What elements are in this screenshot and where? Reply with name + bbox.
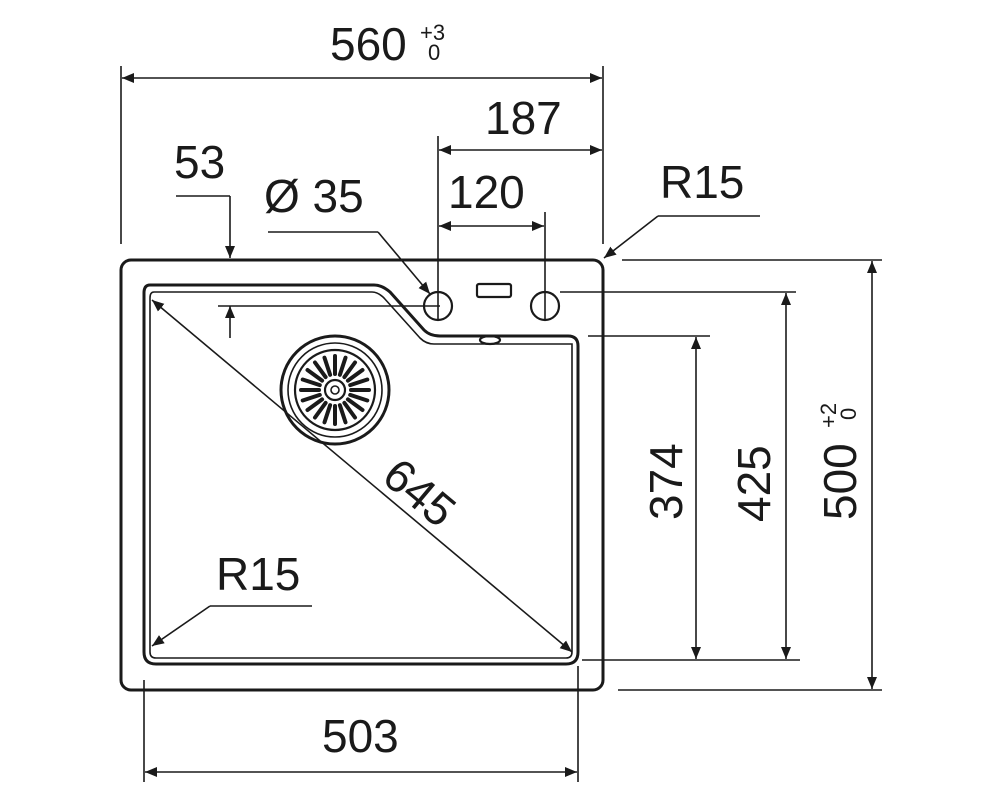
dimension-bowl-depth: 425 bbox=[560, 291, 796, 659]
strainer-slot bbox=[300, 377, 322, 388]
bowl-depth-label: 425 bbox=[728, 445, 780, 522]
overall-width-label: 560 bbox=[330, 18, 407, 70]
overall-depth-label: 500 bbox=[814, 443, 866, 520]
overall-depth-tol-lower: 0 bbox=[836, 408, 861, 420]
strainer-slot bbox=[348, 377, 370, 388]
overall-width-tol-lower: 0 bbox=[428, 40, 440, 65]
drain-offset-label: 53 bbox=[174, 136, 225, 188]
dimension-inner-radius: R15 bbox=[151, 548, 312, 647]
drain-strainer-icon bbox=[279, 334, 391, 446]
strainer-slot bbox=[322, 403, 333, 425]
dimension-overall-width: 560 +3 0 bbox=[120, 18, 604, 244]
dimension-tap-hole-diameter: Ø 35 bbox=[264, 170, 431, 295]
outer-radius-label: R15 bbox=[660, 156, 744, 208]
overflow-slot bbox=[475, 282, 513, 299]
strainer-slot bbox=[337, 403, 348, 425]
dimension-bowl-depth-short: 374 bbox=[582, 335, 800, 661]
inner-radius-label: R15 bbox=[216, 548, 300, 600]
dimension-diagonal: 645 bbox=[151, 299, 573, 653]
bowl-depth-short-label: 374 bbox=[640, 443, 692, 520]
dimension-overall-depth: 500 +2 0 bbox=[618, 259, 882, 691]
diagonal-label: 645 bbox=[374, 448, 466, 537]
strainer-slot bbox=[337, 355, 348, 377]
strainer-slot bbox=[348, 392, 370, 403]
dimension-bowl-width: 503 bbox=[143, 666, 579, 782]
dimension-drain-offset: 53 bbox=[174, 136, 440, 338]
dimension-tap-offset: 187 bbox=[437, 92, 602, 320]
strainer-slot bbox=[322, 355, 333, 377]
dimension-tap-spacing: 120 bbox=[439, 166, 546, 320]
tap-spacing-label: 120 bbox=[448, 166, 525, 218]
overall-depth-tol-upper: +2 bbox=[816, 403, 841, 428]
bowl-width-label: 503 bbox=[322, 710, 399, 762]
tap-offset-label: 187 bbox=[485, 92, 562, 144]
sink-outline bbox=[119, 258, 605, 692]
strainer-slot bbox=[300, 392, 322, 403]
overall-width-tol-upper: +3 bbox=[420, 20, 445, 45]
dimension-outer-radius: R15 bbox=[603, 156, 760, 259]
tap-hole-diameter-label: Ø 35 bbox=[264, 170, 364, 222]
